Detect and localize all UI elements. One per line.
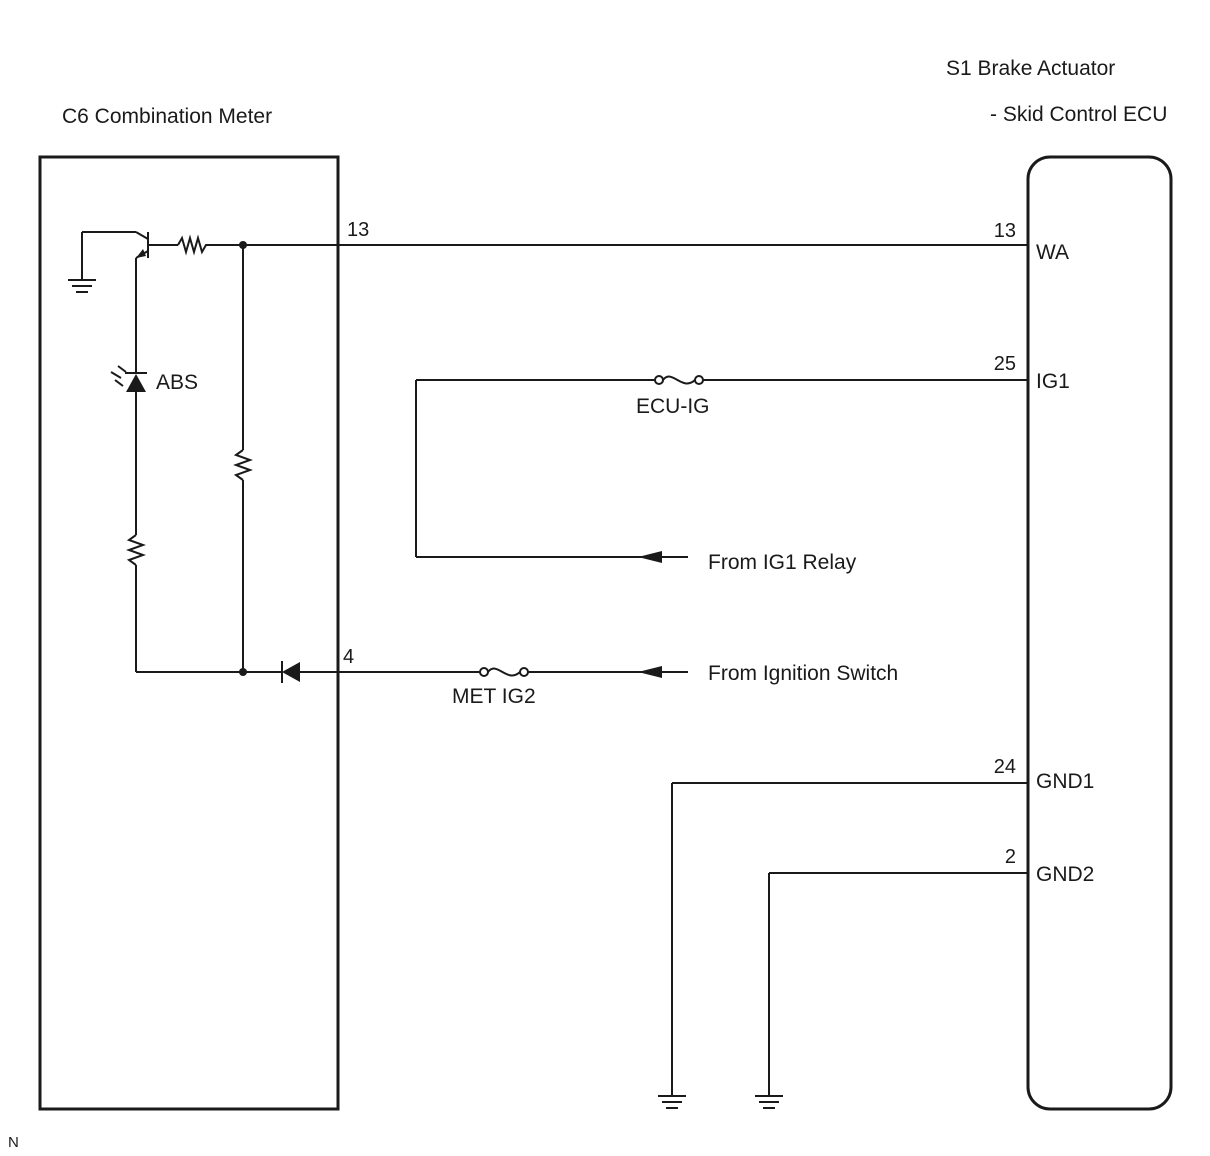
gnd2-circuit bbox=[755, 872, 1028, 1109]
from-ignition-switch-label: From Ignition Switch bbox=[708, 662, 898, 685]
ecu-pin-number-ig1: 25 bbox=[994, 353, 1016, 375]
abs-led-icon bbox=[110, 365, 147, 392]
skid-control-ecu-box bbox=[1026, 155, 1173, 1111]
fuse-ecu-ig-label: ECU-IG bbox=[636, 395, 710, 418]
diagram-code: N bbox=[8, 1134, 19, 1151]
from-ig1-relay-label: From IG1 Relay bbox=[708, 551, 857, 574]
ecu-pin-number-gnd2: 2 bbox=[1005, 846, 1016, 868]
ecu-pin-name-wa: WA bbox=[1036, 241, 1069, 264]
transistor bbox=[82, 231, 178, 259]
ecu-pin-name-gnd2: GND2 bbox=[1036, 863, 1094, 886]
resistor-icon bbox=[233, 449, 253, 481]
ground-icon bbox=[658, 1095, 686, 1109]
arrow-left-icon bbox=[638, 666, 662, 678]
meter-pin-ig2: 4 bbox=[343, 646, 354, 668]
fuse-met-ig2-label: MET IG2 bbox=[452, 685, 536, 708]
ecu-pin-name-gnd1: GND1 bbox=[1036, 770, 1094, 793]
combination-meter-box bbox=[38, 155, 340, 1111]
ig2-circuit bbox=[338, 666, 688, 678]
arrow-left-icon bbox=[638, 551, 662, 563]
abs-label: ABS bbox=[156, 371, 198, 394]
junction-dot bbox=[239, 668, 247, 676]
ground-icon bbox=[755, 1095, 783, 1109]
ground-icon bbox=[68, 232, 96, 293]
resistor-icon bbox=[177, 234, 243, 256]
fuse-icon bbox=[479, 667, 529, 677]
resistor-icon bbox=[126, 534, 146, 566]
ecu-pin-number-gnd1: 24 bbox=[994, 756, 1016, 778]
fuse-icon bbox=[654, 375, 704, 385]
meter-pin-wa: 13 bbox=[347, 219, 369, 241]
ecu-label-line1: S1 Brake Actuator bbox=[946, 57, 1115, 80]
ecu-label-line2: - Skid Control ECU bbox=[990, 103, 1167, 126]
ecu-pin-name-ig1: IG1 bbox=[1036, 370, 1070, 393]
ecu-pin-number-wa: 13 bbox=[994, 220, 1016, 242]
gnd1-circuit bbox=[658, 782, 1028, 1109]
combination-meter-label: C6 Combination Meter bbox=[62, 105, 272, 128]
diode-icon bbox=[281, 661, 300, 683]
ig1-circuit bbox=[415, 375, 1028, 563]
